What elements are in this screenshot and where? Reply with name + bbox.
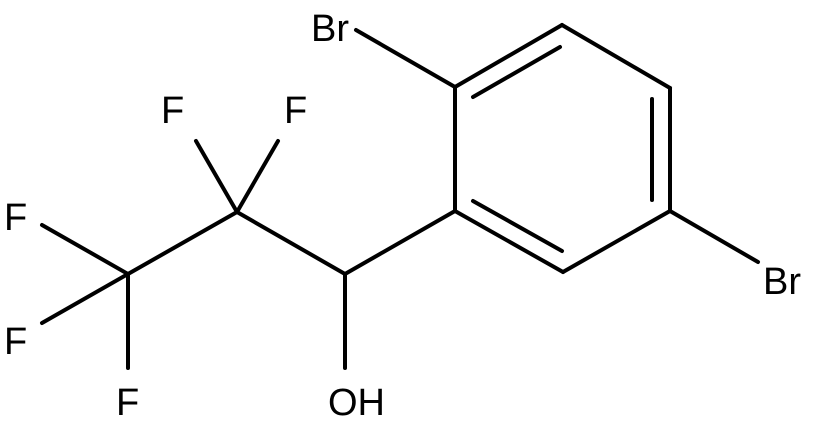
ring-bond-c5-c6 xyxy=(453,209,565,274)
atom-label-br-right: Br xyxy=(763,261,801,303)
ring-bond-c1-c2 xyxy=(453,23,564,89)
atom-labels: Br Br F F F F F OH xyxy=(4,8,801,424)
bond-c1-br-top xyxy=(354,28,457,89)
bond-c6-choh xyxy=(343,209,457,276)
atom-label-f3: F xyxy=(4,197,27,239)
atom-label-f5: F xyxy=(116,382,139,424)
bond-c4-br-right xyxy=(668,209,760,264)
ring-bond-c2-c3 xyxy=(560,23,672,90)
atom-label-oh: OH xyxy=(328,382,385,424)
bond-lines xyxy=(40,23,760,370)
ring-bond-c4-c5 xyxy=(561,209,672,274)
atom-label-f4: F xyxy=(4,321,27,363)
atom-label-f1: F xyxy=(161,90,184,132)
ring-double-bond-c5-c6 xyxy=(471,199,564,253)
ring-double-bond-c1-c2 xyxy=(471,45,562,99)
bond-cf2-cf3 xyxy=(126,210,239,276)
bond-choh-cf2 xyxy=(235,210,347,276)
bond-cf3-f4 xyxy=(40,272,130,325)
atom-label-br-top: Br xyxy=(311,8,349,50)
atom-label-f2: F xyxy=(284,90,307,132)
bond-cf2-f1 xyxy=(194,139,239,214)
bond-cf3-f3 xyxy=(40,223,130,276)
bond-cf2-f2 xyxy=(235,139,280,214)
